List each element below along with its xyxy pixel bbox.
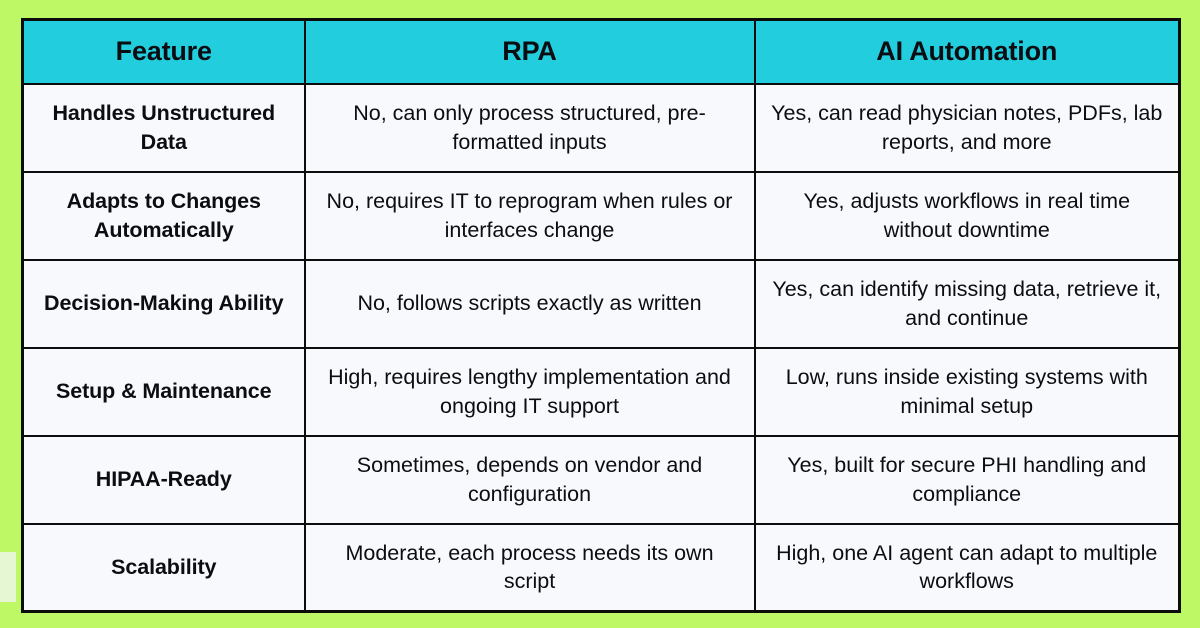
cell-ai: Yes, can read physician notes, PDFs, lab… bbox=[753, 82, 1181, 173]
cell-rpa: High, requires lengthy implementation an… bbox=[303, 346, 756, 437]
cell-rpa: Sometimes, depends on vendor and configu… bbox=[303, 434, 756, 525]
cell-feature: Adapts to Changes Automatically bbox=[21, 170, 306, 261]
table-row: Scalability Moderate, each process needs… bbox=[21, 522, 1181, 613]
cell-ai: Yes, can identify missing data, retrieve… bbox=[753, 258, 1181, 349]
comparison-table: Feature RPA AI Automation Handles Unstru… bbox=[21, 18, 1181, 613]
watermark-artifact bbox=[0, 552, 16, 602]
cell-feature: Decision-Making Ability bbox=[21, 258, 306, 349]
column-header-rpa: RPA bbox=[303, 18, 756, 85]
cell-feature: Scalability bbox=[21, 522, 306, 613]
table-row: HIPAA-Ready Sometimes, depends on vendor… bbox=[21, 434, 1181, 525]
cell-rpa: No, follows scripts exactly as written bbox=[303, 258, 756, 349]
cell-feature: Handles Unstructured Data bbox=[21, 82, 306, 173]
cell-rpa: No, can only process structured, pre-for… bbox=[303, 82, 756, 173]
table-row: Decision-Making Ability No, follows scri… bbox=[21, 258, 1181, 349]
cell-ai: Yes, adjusts workflows in real time with… bbox=[753, 170, 1181, 261]
cell-ai: Low, runs inside existing systems with m… bbox=[753, 346, 1181, 437]
cell-feature: Setup & Maintenance bbox=[21, 346, 306, 437]
cell-ai: Yes, built for secure PHI handling and c… bbox=[753, 434, 1181, 525]
comparison-table-container: Feature RPA AI Automation Handles Unstru… bbox=[21, 18, 1181, 613]
column-header-ai-automation: AI Automation bbox=[753, 18, 1181, 85]
table-body: Handles Unstructured Data No, can only p… bbox=[21, 82, 1181, 613]
cell-rpa: Moderate, each process needs its own scr… bbox=[303, 522, 756, 613]
table-row: Adapts to Changes Automatically No, requ… bbox=[21, 170, 1181, 261]
table-header-row: Feature RPA AI Automation bbox=[21, 18, 1181, 85]
table-row: Handles Unstructured Data No, can only p… bbox=[21, 82, 1181, 173]
cell-ai: High, one AI agent can adapt to multiple… bbox=[753, 522, 1181, 613]
column-header-feature: Feature bbox=[21, 18, 306, 85]
cell-rpa: No, requires IT to reprogram when rules … bbox=[303, 170, 756, 261]
table-row: Setup & Maintenance High, requires lengt… bbox=[21, 346, 1181, 437]
cell-feature: HIPAA-Ready bbox=[21, 434, 306, 525]
table-header: Feature RPA AI Automation bbox=[21, 18, 1181, 85]
